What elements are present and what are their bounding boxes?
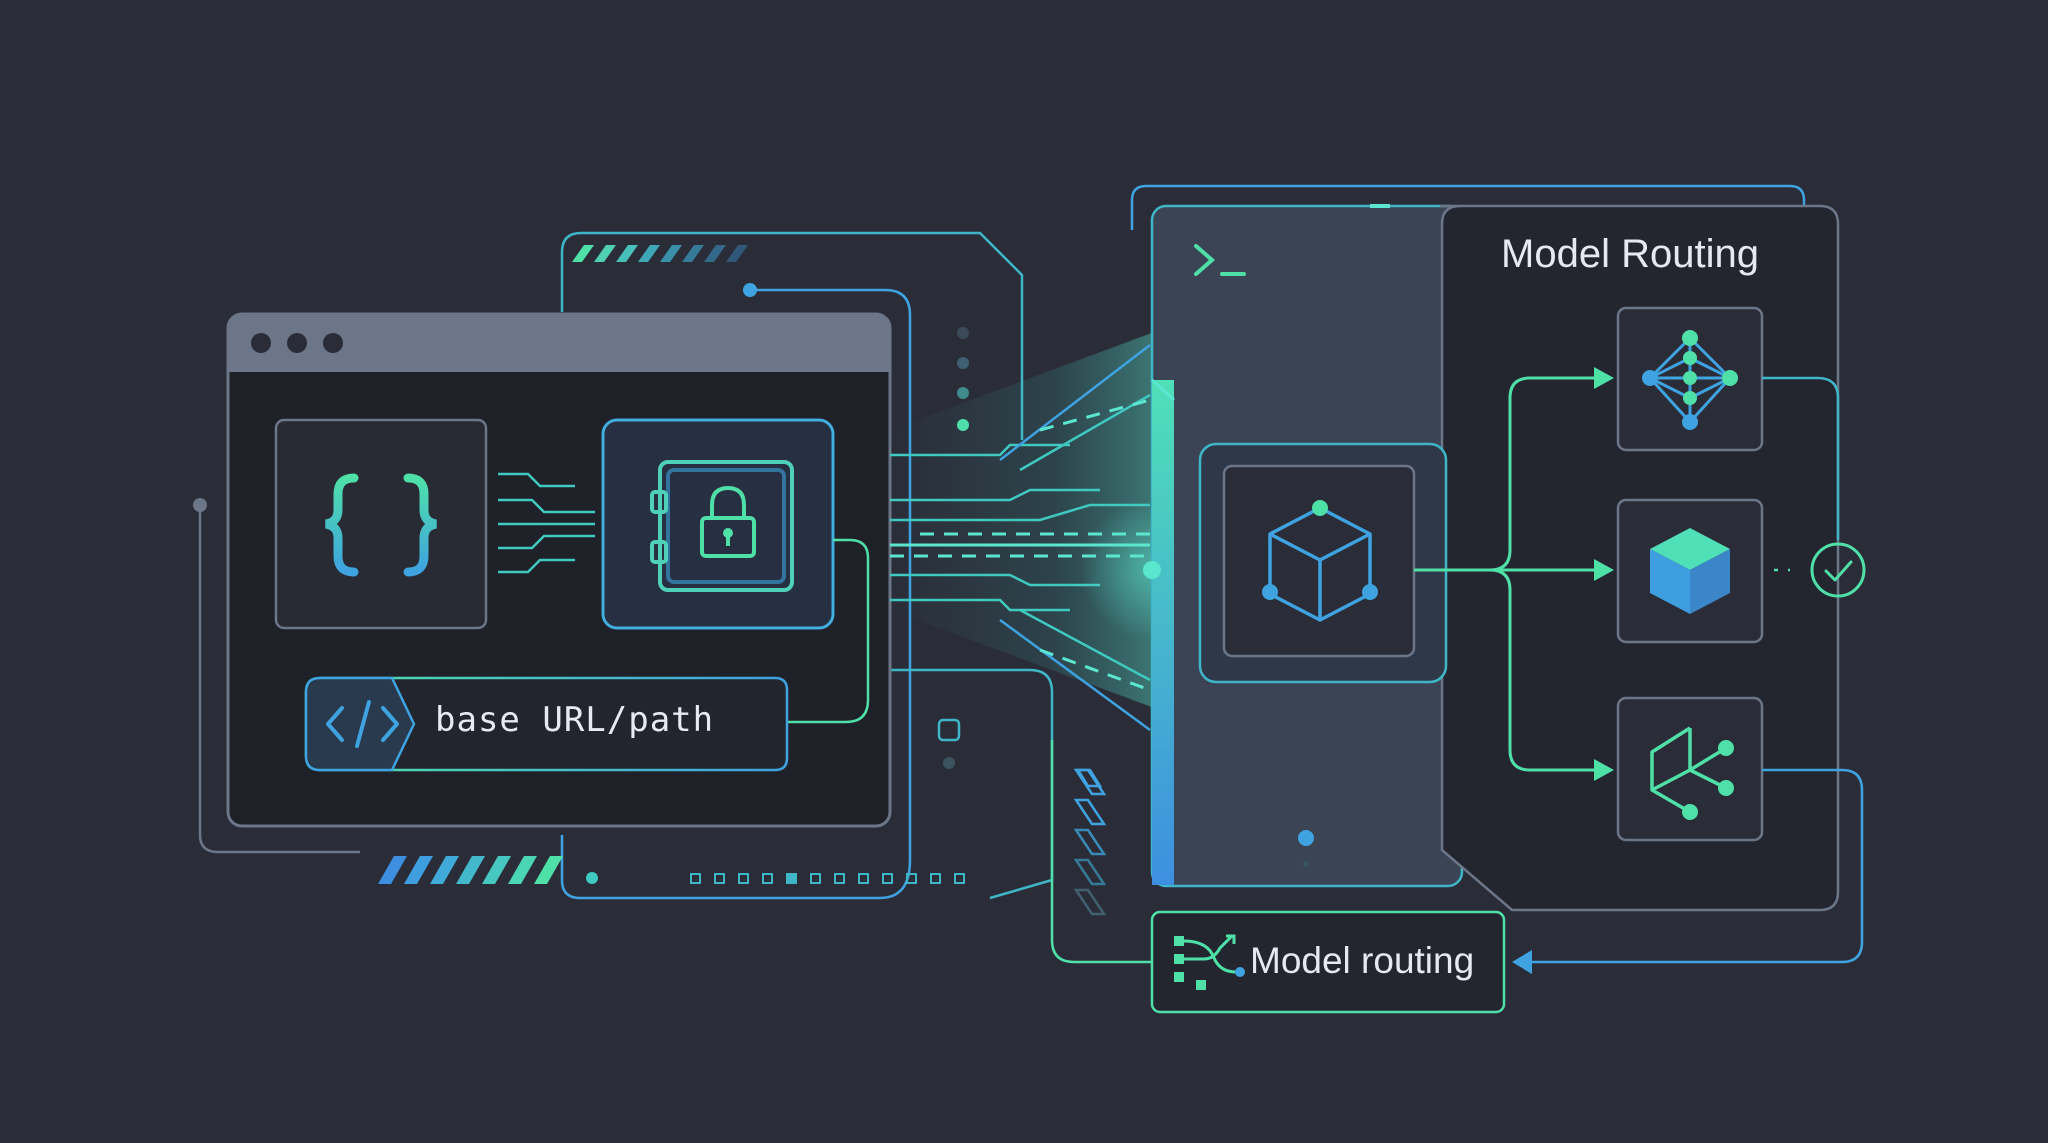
terminal-prompt-icon: [1194, 244, 1246, 276]
routing-button-frame: [1150, 910, 1506, 1014]
code-tag-icon: [326, 700, 399, 748]
slanted-blocks: [1073, 768, 1107, 916]
check-circle-icon: [1810, 542, 1866, 598]
routing-arrows: [1594, 367, 1614, 781]
cube-node-icon: [1262, 500, 1378, 622]
source-node: [1198, 442, 1448, 684]
braces-icon: [324, 473, 438, 577]
model-card-cube: [1616, 498, 1764, 644]
graph-node-icon: [1650, 726, 1734, 820]
routing-branches: [1414, 376, 1600, 772]
data-connector-lines: [498, 472, 595, 574]
top-stripes: [572, 245, 748, 262]
lock-card: [601, 418, 835, 630]
routing-panel-title: Model Routing: [1501, 232, 1759, 276]
model-routing-button-label[interactable]: Model routing: [1250, 940, 1475, 981]
lock-to-url-trace: [787, 538, 870, 724]
routing-split-icon: [1174, 934, 1245, 990]
braces-card: [274, 418, 488, 630]
output-traces: [1530, 376, 1864, 964]
feedback-arrow: [1512, 950, 1532, 974]
base-url-label: base URL/path: [435, 700, 715, 740]
model-card-graph: [1616, 696, 1764, 842]
progress-squares: [690, 873, 965, 884]
neural-net-icon: [1642, 330, 1738, 430]
model-card-network: [1616, 306, 1764, 452]
bottom-stripes: [378, 856, 563, 884]
solid-cube-icon: [1650, 528, 1730, 614]
url-pill: [304, 676, 789, 772]
lock-vault-icon: [650, 460, 794, 592]
